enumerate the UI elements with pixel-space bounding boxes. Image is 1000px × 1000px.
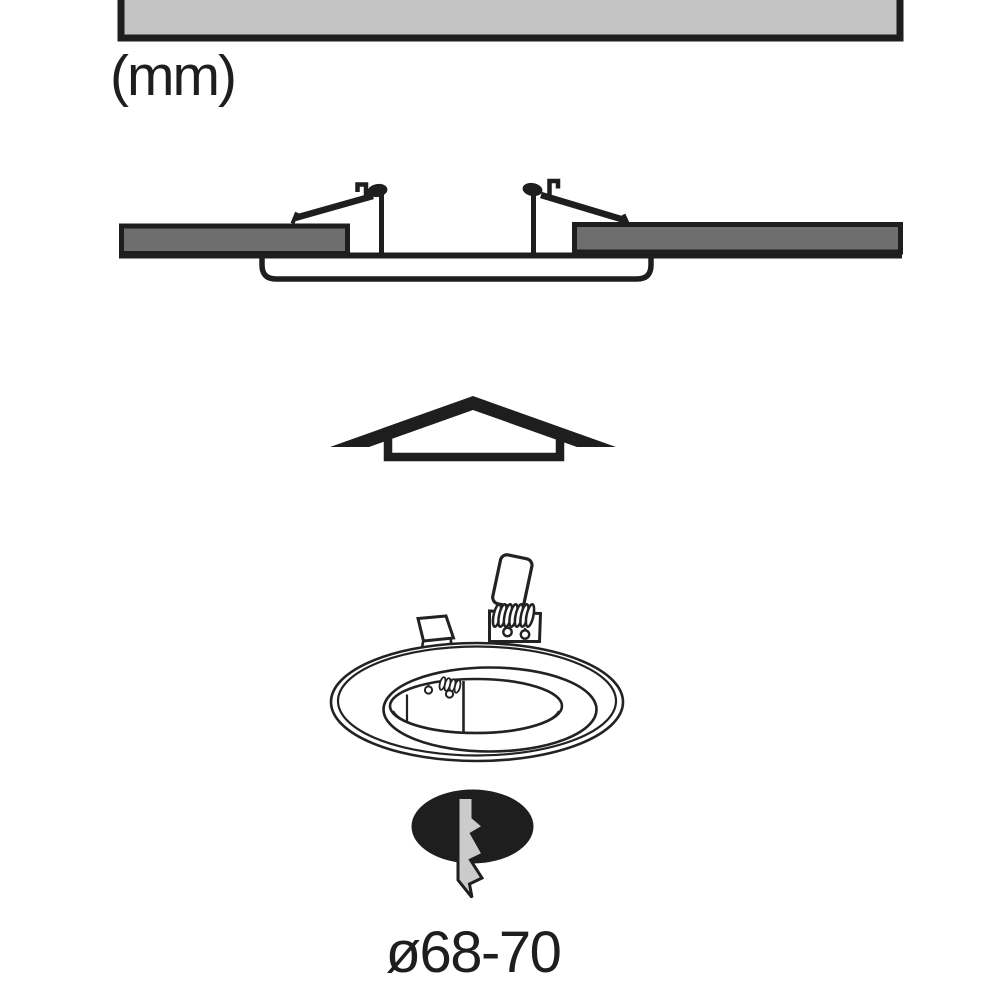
spring-clip-right-section — [522, 178, 631, 254]
clip-arm-icon — [294, 192, 374, 222]
inner-hook-ring — [444, 689, 455, 699]
tab-foot — [420, 641, 425, 649]
inner-coil-loop — [453, 679, 462, 694]
clip-arm-outline — [491, 553, 534, 610]
clip-foot-icon — [290, 211, 299, 225]
trim-ring-inner-edge — [382, 666, 598, 753]
ceiling-panel-left — [119, 223, 350, 256]
tab-plate — [416, 614, 456, 643]
tab-foot — [449, 637, 453, 646]
trim-ring-outer-inner-line — [336, 645, 618, 757]
mains-electricity-symbol — [411, 789, 534, 899]
ceiling-panel-right — [572, 222, 903, 255]
fixture-illustration — [329, 553, 625, 763]
trim-ring-outer-edge — [329, 641, 625, 763]
mounting-cross-section — [119, 178, 903, 282]
arrow-base-icon — [383, 433, 565, 462]
ceiling-strip — [117, 0, 904, 42]
lightning-bolt-icon — [456, 796, 487, 899]
clip-foot-icon — [621, 213, 631, 227]
clip-arm-icon — [540, 191, 627, 224]
hook-ring — [502, 626, 513, 638]
mounting-tab — [416, 614, 456, 649]
recessed-housing-outline — [259, 254, 654, 282]
ceiling-strip-bar — [117, 0, 904, 42]
clip-latch-icon — [547, 178, 561, 198]
hook-ring — [519, 629, 531, 640]
clip-latch-icon — [355, 182, 369, 201]
spring-coil — [491, 602, 536, 629]
inner-clip-detail — [423, 676, 462, 699]
clip-arm-strap — [491, 553, 534, 610]
lamp-opening-lip — [392, 710, 560, 735]
unit-label: (mm) — [110, 44, 235, 108]
cutout-diameter-label: ø68-70 — [386, 920, 561, 985]
coil-loop — [524, 602, 536, 629]
inner-hook-ring — [423, 685, 434, 695]
insert-direction-arrow — [330, 396, 616, 462]
arrow-head-icon — [330, 396, 616, 447]
spring-clip-assembly — [488, 553, 543, 643]
spring-clip-left-section — [290, 182, 388, 254]
clip-pivot-icon — [522, 182, 543, 197]
